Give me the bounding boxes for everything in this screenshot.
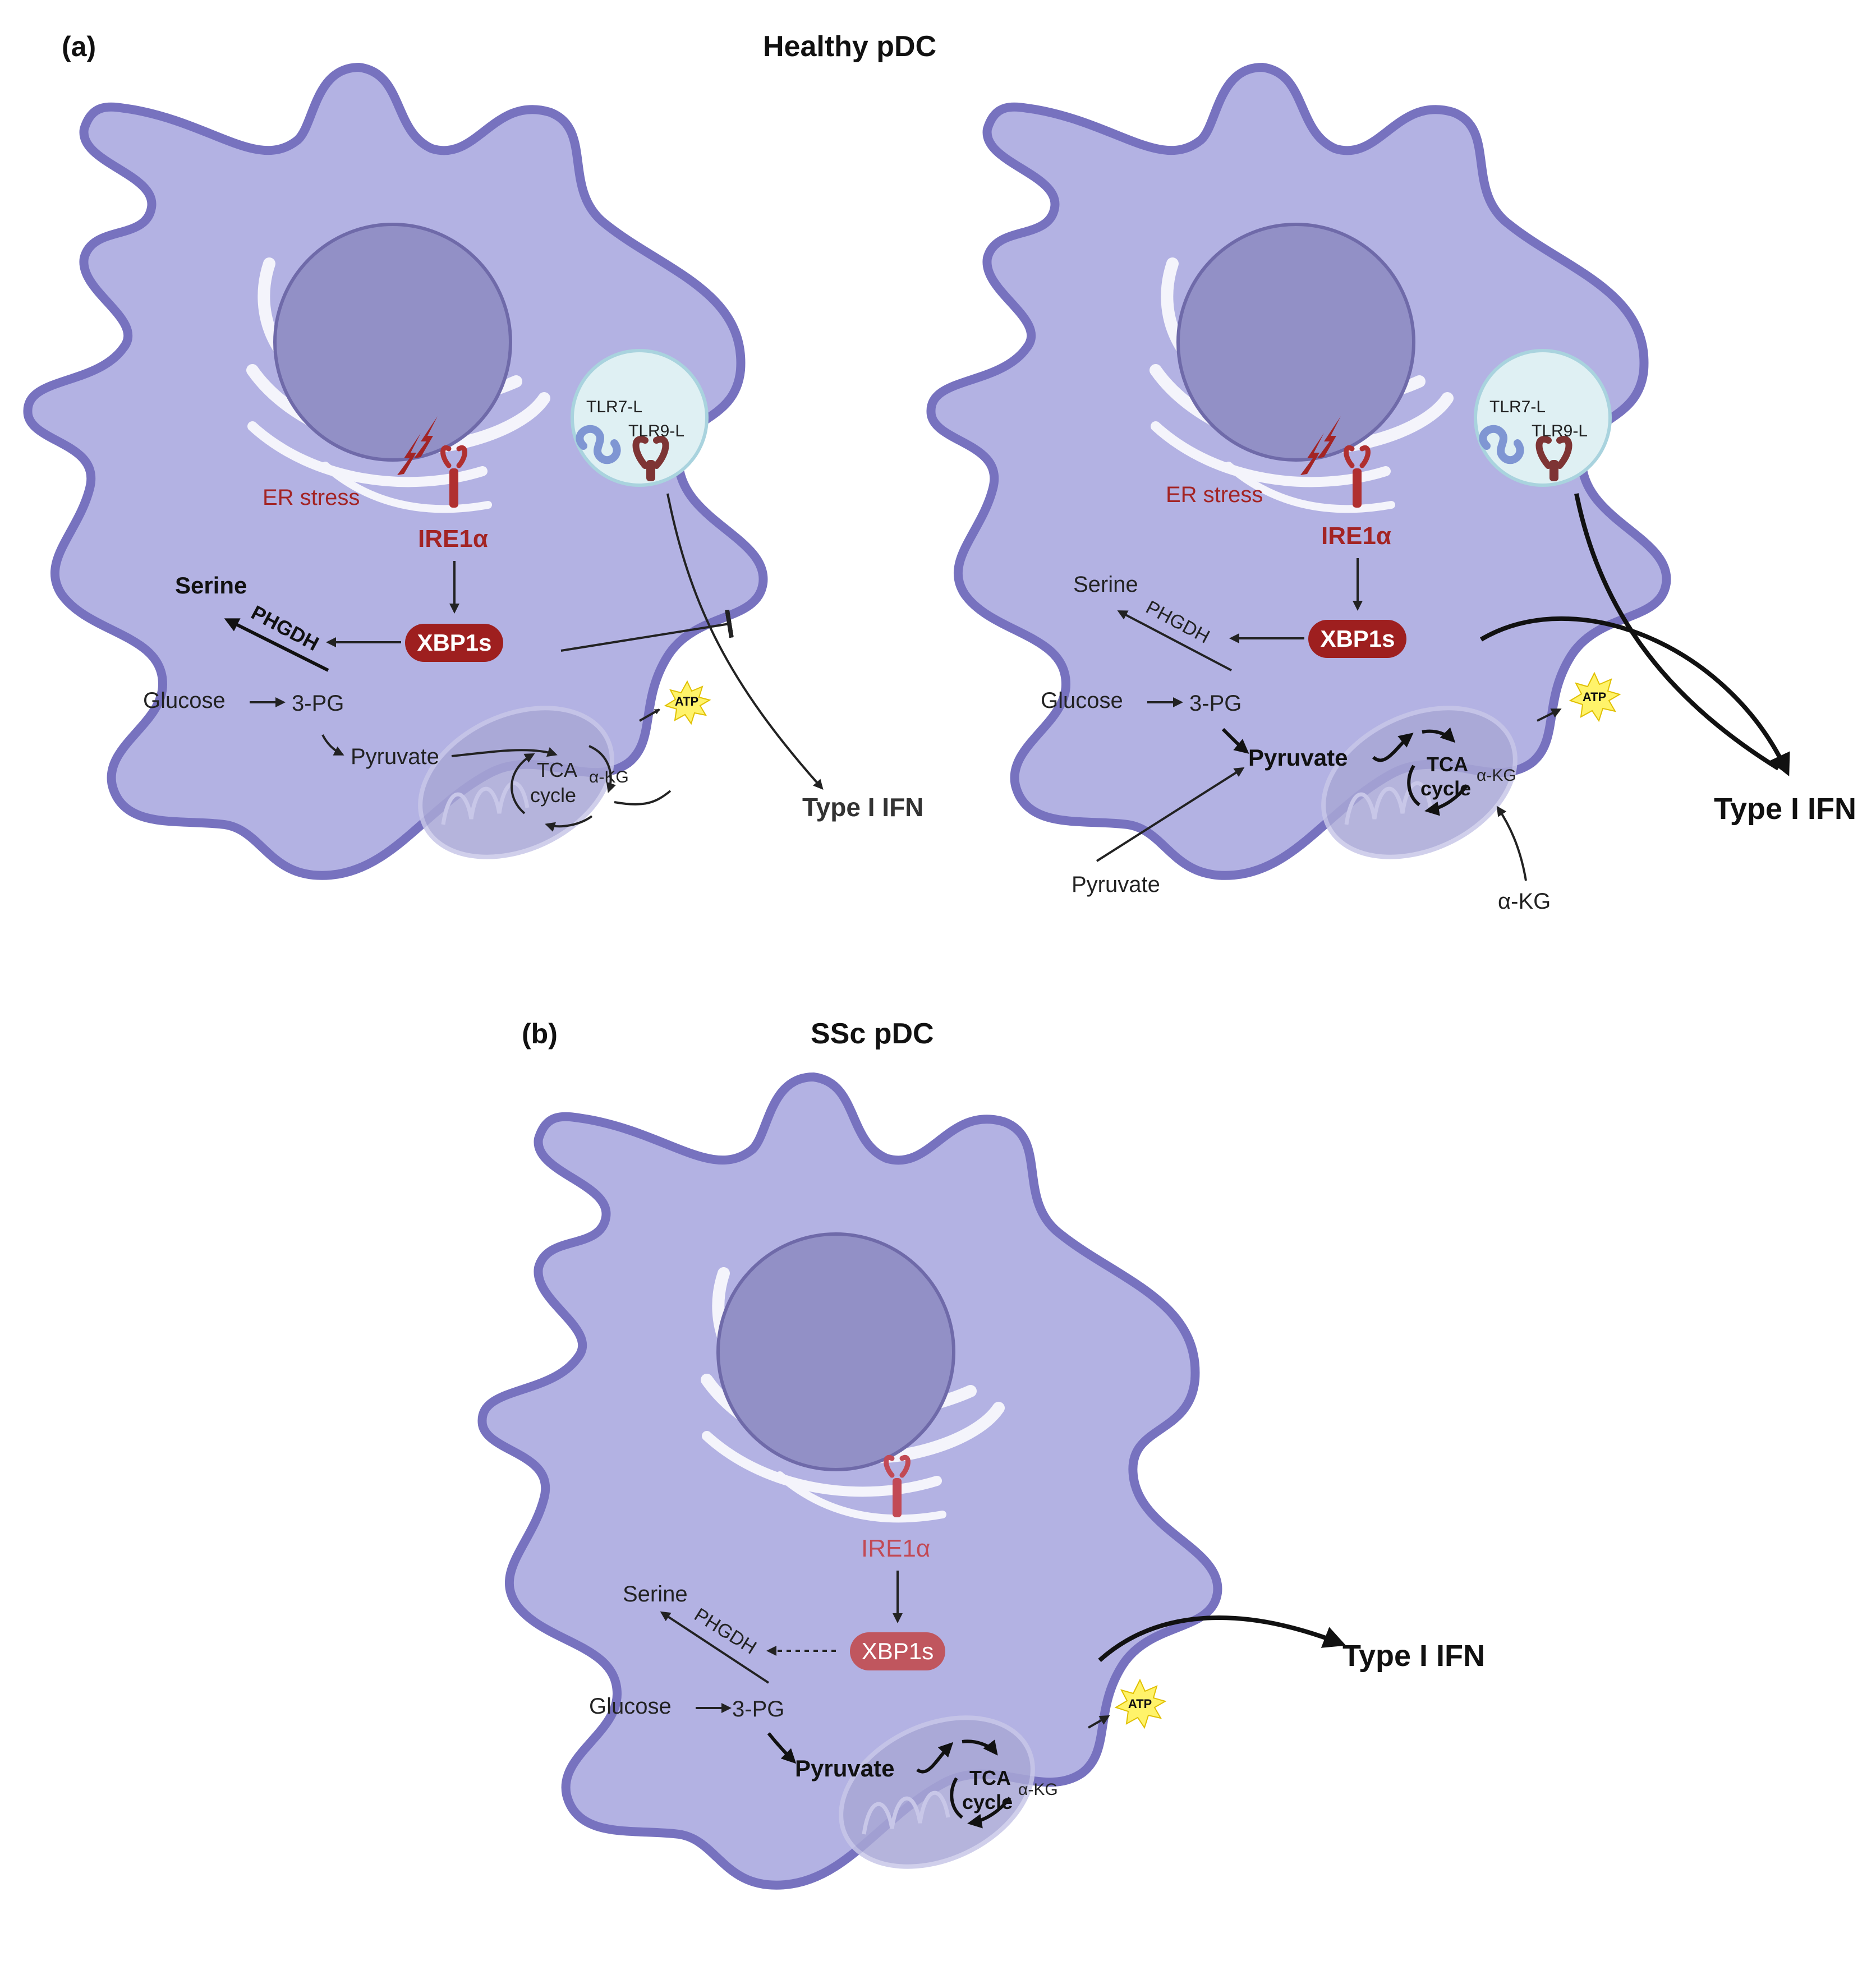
ire1a-receptor-icon <box>440 445 467 508</box>
ire1a-label: IRE1α <box>861 1535 930 1562</box>
nucleus <box>716 1232 955 1471</box>
atp-burst-icon <box>664 680 711 725</box>
arrow-tca-tail <box>614 790 672 805</box>
arrow-to-ifn <box>1098 1615 1346 1662</box>
endosome <box>571 349 709 487</box>
ire1a-label: IRE1α <box>1321 522 1391 550</box>
3pg-label: 3-PG <box>1189 691 1242 716</box>
serine-label: Serine <box>175 572 247 599</box>
tlr7-label: TLR7-L <box>1489 398 1546 416</box>
endosome <box>1474 349 1612 487</box>
nucleus <box>1176 223 1415 462</box>
atp-burst-icon <box>1569 671 1621 722</box>
serine-label: Serine <box>1073 572 1138 597</box>
type-i-ifn-label: Type I IFN <box>1714 792 1856 826</box>
panel-b-title: SSc pDC <box>811 1018 934 1050</box>
er-stress-lightning-icon <box>1300 416 1341 475</box>
healthy-pdc-right-cell: TLR7-L TLR9-L ER stress IRE1α XBP1s Seri… <box>931 67 1856 914</box>
xbp1s-pill <box>405 624 503 662</box>
glucose-label: Glucose <box>143 688 226 713</box>
arrow-3pg-to-pyruvate <box>767 1732 797 1764</box>
ext-pyruvate-label: Pyruvate <box>1072 872 1160 897</box>
3pg-label: 3-PG <box>292 691 344 716</box>
tca-cycle-icon <box>511 745 616 832</box>
arrow-3pg-to-pyruvate <box>1221 728 1249 754</box>
type-i-ifn-label: Type I IFN <box>1342 1639 1485 1673</box>
panel-a-title: Healthy pDC <box>763 30 936 63</box>
tlr9-receptor-icon <box>1535 436 1572 481</box>
arrow-3pg-to-serine <box>1117 610 1232 671</box>
tca-label-line1: TCA <box>969 1766 1011 1789</box>
tca-cycle-icon <box>916 1739 1011 1829</box>
atp-label: ATP <box>1583 690 1606 704</box>
tlr9-label: TLR9-L <box>628 422 684 440</box>
xbp1s-label: XBP1s <box>1320 625 1395 652</box>
nucleus <box>273 223 512 462</box>
mitochondrion <box>1321 706 1518 859</box>
panel-b-letter: (b) <box>522 1018 558 1049</box>
er-stress-label: ER stress <box>263 485 360 510</box>
tlr9-receptor-icon <box>632 436 669 481</box>
tca-label-line2: cycle <box>962 1790 1013 1813</box>
tca-label-line2: cycle <box>1420 777 1471 800</box>
arrow-ext-pyruvate <box>1096 767 1245 862</box>
akg-label: α-KG <box>589 768 629 786</box>
ire1a-receptor-icon <box>884 1454 911 1517</box>
pyruvate-label: Pyruvate <box>351 744 439 769</box>
arrow-3pg-to-pyruvate <box>321 734 344 756</box>
er-stress-label: ER stress <box>1166 482 1263 507</box>
ire1a-receptor-icon <box>1344 445 1371 508</box>
3pg-label: 3-PG <box>732 1697 784 1721</box>
tlr7-receptor-icon <box>1479 425 1524 464</box>
xbp1s-label: XBP1s <box>417 629 491 656</box>
healthy-pdc-left-cell: TLR7-L TLR9-L ER stress IRE1α XBP1s Seri… <box>27 67 923 886</box>
pyruvate-label: Pyruvate <box>795 1755 894 1782</box>
tlr7-label: TLR7-L <box>586 398 642 416</box>
mitochondrion <box>418 706 614 859</box>
tca-cycle-icon <box>1372 727 1469 816</box>
glucose-label: Glucose <box>1041 688 1123 713</box>
ssc-pdc-cell: IRE1α XBP1s Serine PHGDH Glucose 3-PG Py… <box>482 1077 1485 1896</box>
arrow-tlr-to-ifn <box>666 493 824 790</box>
arrow-xbp1s-to-ifn <box>1479 616 1790 777</box>
tlr7-receptor-icon <box>576 425 621 464</box>
arrow-to-atp <box>1537 708 1562 722</box>
tca-label-line1: TCA <box>537 758 577 781</box>
xbp1s-label: XBP1s <box>862 1638 934 1664</box>
atp-label: ATP <box>675 694 698 708</box>
arrow-to-atp <box>1088 1715 1110 1729</box>
glucose-label: Glucose <box>589 1694 672 1719</box>
er-stress-lightning-icon <box>397 416 438 475</box>
akg-label: α-KG <box>1477 766 1516 785</box>
inhibition-xbp1s-to-ifn <box>560 609 734 652</box>
xbp1s-pill <box>1308 620 1406 658</box>
arrow-to-atp <box>639 708 660 722</box>
akg-label: α-KG <box>1018 1780 1058 1799</box>
atp-label: ATP <box>1128 1697 1152 1711</box>
serine-label: Serine <box>623 1582 688 1606</box>
arrow-ext-akg <box>1496 805 1527 881</box>
tlr9-label: TLR9-L <box>1532 422 1588 440</box>
xbp1s-pill <box>850 1632 945 1670</box>
arrow-3pg-to-serine <box>660 1611 770 1684</box>
ext-akg-label: α-KG <box>1498 889 1551 914</box>
pyruvate-label: Pyruvate <box>1248 744 1348 771</box>
atp-burst-icon <box>1114 1678 1167 1729</box>
arrow-tlr-to-ifn <box>1574 493 1780 771</box>
type-i-ifn-label: Type I IFN <box>802 793 923 822</box>
tca-label-line2: cycle <box>530 784 576 807</box>
arrow-3pg-to-serine <box>224 618 329 672</box>
panel-a-letter: (a) <box>62 31 96 62</box>
arrow-pyruvate-to-tca <box>451 747 558 757</box>
tca-label-line1: TCA <box>1427 753 1468 776</box>
ire1a-label: IRE1α <box>418 525 488 553</box>
